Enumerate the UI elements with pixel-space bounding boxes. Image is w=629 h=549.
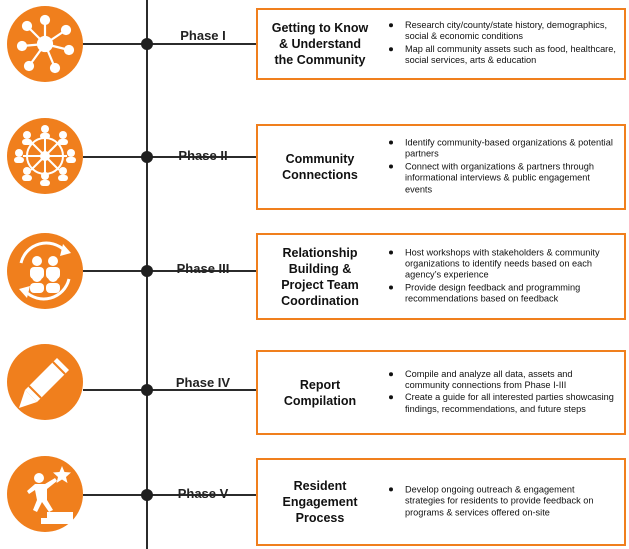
phase-title: Community Connections [282, 152, 358, 182]
connector-line [83, 43, 256, 45]
phase-bullets: Research city/county/state history, demo… [386, 20, 616, 68]
phase-title: Relationship Building & Project Team Coo… [281, 245, 359, 308]
phase-card: Report Compilation Compile and analyze a… [256, 350, 626, 435]
bullet-item: Connect with organizations & partners th… [386, 161, 616, 195]
bullet-item: Host workshops with stakeholders & commu… [386, 247, 616, 281]
phase-card: Getting to Know & Understand the Communi… [256, 8, 626, 80]
phase-2-row: Phase II Community Connections Identify … [0, 110, 629, 210]
phase-5-row: Phase V Resident Engagement Process Deve… [0, 450, 629, 549]
timeline-node [141, 38, 153, 50]
people-network-icon [7, 118, 83, 194]
bullet-item: Map all community assets such as food, h… [386, 44, 616, 67]
phase-label: Phase II [178, 148, 228, 163]
phase-label: Phase V [177, 486, 229, 501]
bullet-item: Provide design feedback and programming … [386, 282, 616, 305]
timeline-node [141, 151, 153, 163]
connector-line [83, 494, 256, 496]
phase-label: Phase I [180, 28, 226, 43]
phase-title: Getting to Know & Understand the Communi… [271, 21, 369, 67]
timeline-node [141, 265, 153, 277]
timeline-node [141, 384, 153, 396]
phase-bullets: Host workshops with stakeholders & commu… [386, 247, 616, 306]
person-star-steps-icon [7, 456, 83, 532]
bullet-item: Create a guide for all interested partie… [386, 393, 616, 416]
phase-bullets: Compile and analyze all data, assets and… [386, 369, 616, 417]
bullet-item: Compile and analyze all data, assets and… [386, 369, 616, 392]
phase-card: Resident Engagement Process Develop ongo… [256, 458, 626, 546]
phase-label: Phase IV [175, 375, 231, 390]
bullet-item: Develop ongoing outreach & engagement st… [386, 484, 616, 518]
bullet-item: Research city/county/state history, demo… [386, 20, 616, 43]
phase-bullets: Develop ongoing outreach & engagement st… [386, 484, 616, 519]
network-hub-icon [7, 6, 83, 82]
phase-1-row: Phase I Getting to Know & Understand the… [0, 0, 629, 90]
phase-title: Report Compilation [283, 377, 357, 408]
connector-line [83, 270, 256, 272]
phase-bullets: Identify community-based organizations &… [386, 137, 616, 196]
phase-card: Relationship Building & Project Team Coo… [256, 233, 626, 320]
connector-line [83, 389, 256, 391]
phase-title: Resident Engagement Process [282, 479, 358, 525]
connector-line [83, 156, 256, 158]
timeline-node [141, 489, 153, 501]
bullet-item: Identify community-based organizations &… [386, 137, 616, 160]
pencil-icon [7, 344, 83, 420]
phase-3-row: Phase III Relationship Building & Projec… [0, 225, 629, 330]
phase-4-row: Phase IV Report Compilation Compile and … [0, 340, 629, 440]
group-cycle-icon [7, 233, 83, 309]
phase-label: Phase III [176, 261, 230, 276]
phase-card: Community Connections Identify community… [256, 124, 626, 210]
